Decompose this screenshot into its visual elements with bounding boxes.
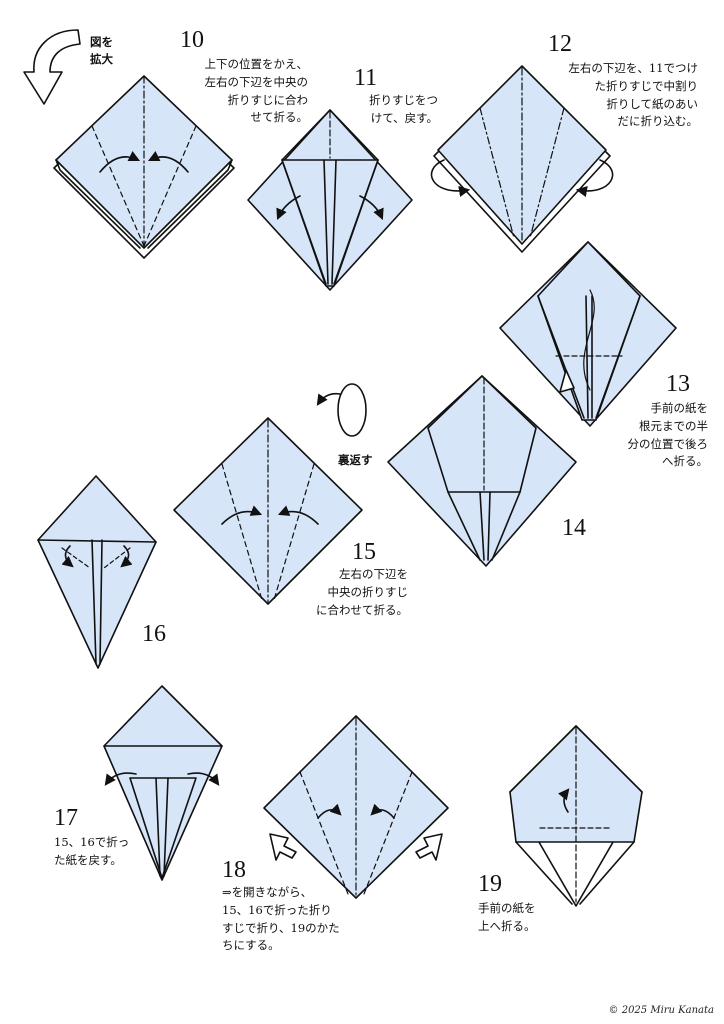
step-caption: 15、16で折った紙を戻す。	[54, 835, 130, 867]
flip-label: 裏返す	[338, 453, 373, 467]
step-17-figure	[103, 685, 223, 881]
step-number: 12	[548, 31, 572, 57]
step-caption: 折りすじをつけて、戻す。	[369, 93, 438, 125]
step-caption: 上下の位置をかえ、左右の下辺を中央の 折りすじに合わせて折る。	[204, 57, 309, 125]
flip-over-icon	[316, 383, 367, 437]
open-arrow-icon-right	[415, 833, 443, 861]
step-caption: 手前の紙を根元までの半 分の位置で後ろへ折る。	[627, 401, 709, 469]
step-caption: 左右の下辺を中央の折りすじに合わせて折る。	[316, 567, 408, 617]
step-caption: 手前の紙を上へ折る。	[478, 901, 536, 933]
step-13-figure	[499, 241, 677, 427]
step-number: 15	[352, 539, 376, 565]
step-number: 19	[478, 871, 502, 897]
zoom-label: 図を拡大	[90, 35, 113, 67]
step-10-figure	[53, 75, 235, 259]
step-12-figure	[430, 65, 614, 253]
step-number: 10	[180, 27, 204, 53]
step-number: 18	[222, 857, 246, 883]
step-19-figure	[509, 725, 643, 907]
step-number: 17	[54, 805, 78, 831]
copyright-notice: © 2025 Miru Kanata	[608, 1005, 714, 1016]
zoom-arrow-icon	[23, 29, 81, 105]
step-number: 14	[562, 515, 586, 541]
step-15-figure	[173, 417, 363, 605]
step-18-figure	[263, 715, 449, 899]
step-number: 13	[666, 371, 690, 397]
step-16-figure	[37, 475, 157, 669]
step-number: 11	[354, 65, 378, 91]
step-caption: ⇒を開きながら、15、16で折った折り すじで折り、19のかたちにする。	[222, 885, 340, 953]
step-caption: 左右の下辺を、11でつけた折りすじで中割り 折りして紙のあいだに折り込む。	[568, 61, 698, 129]
step-number: 16	[142, 621, 166, 647]
step-11-figure	[247, 109, 413, 291]
open-arrow-icon-left	[269, 833, 297, 861]
step-14-figure	[387, 375, 577, 567]
